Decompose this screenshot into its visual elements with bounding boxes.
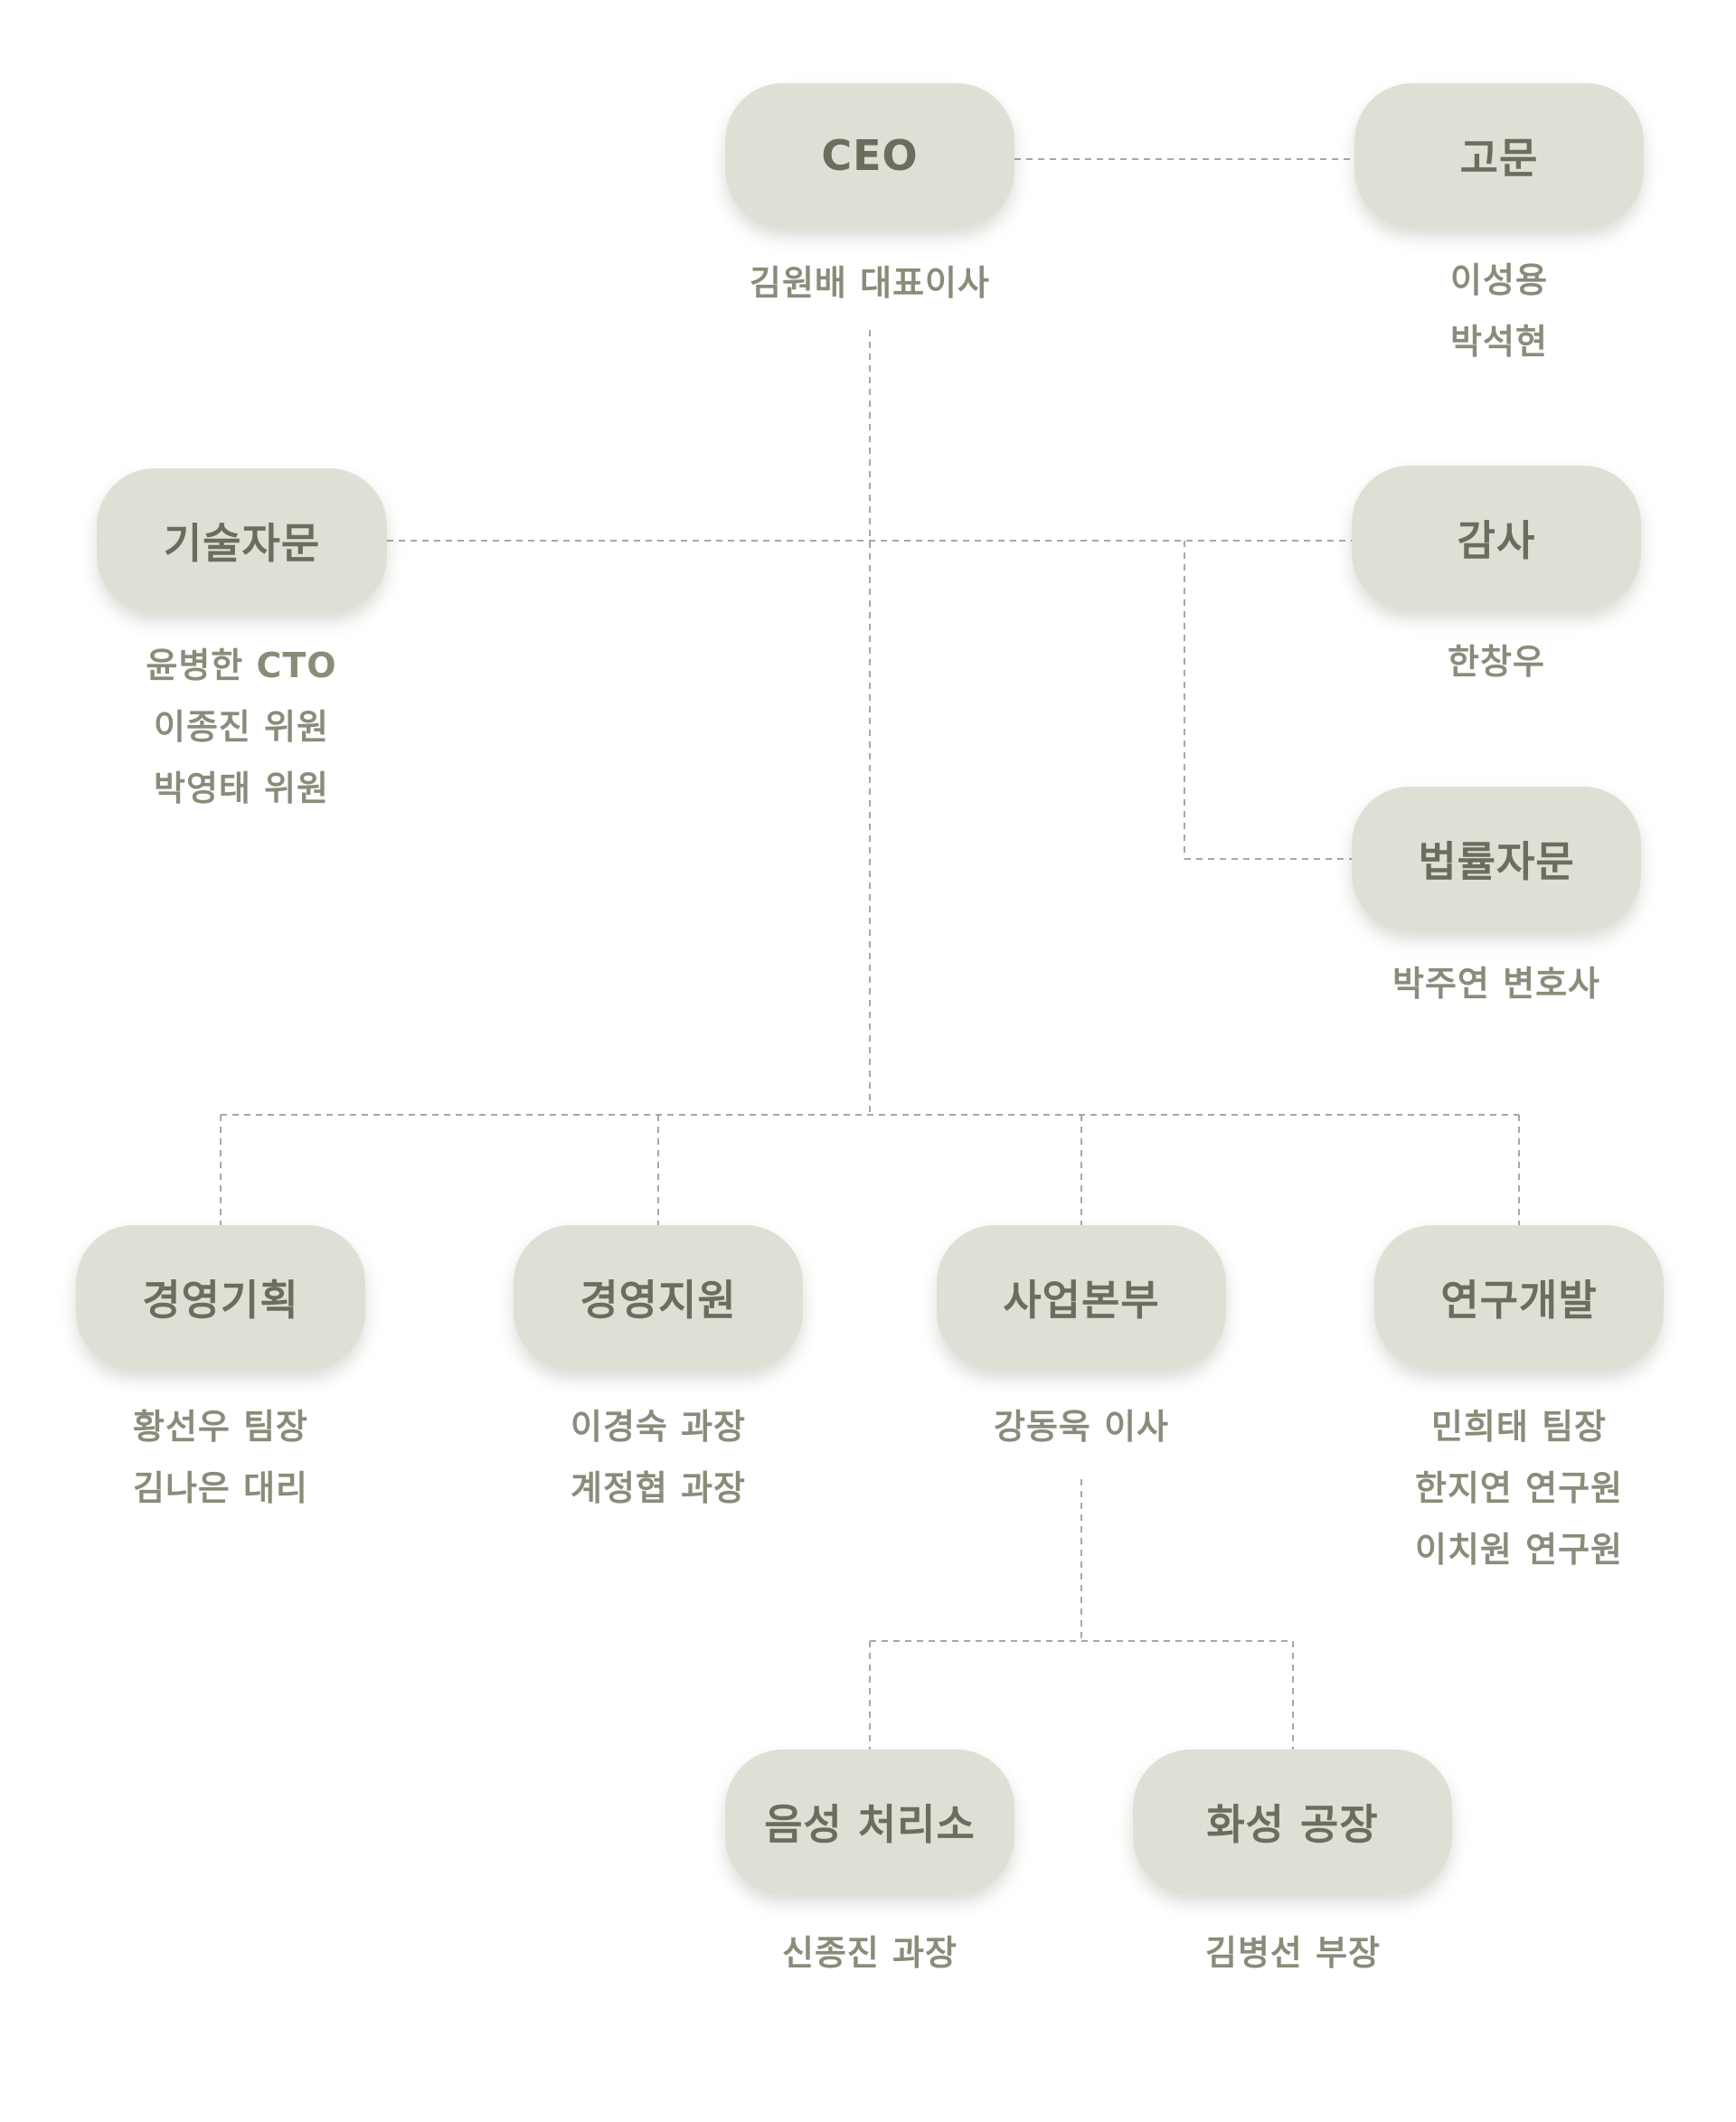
voice-center-members: 신종진 과장	[671, 1922, 1069, 1984]
member-name: 신종진 과장	[781, 1933, 958, 1973]
audit-members: 한창우	[1297, 631, 1695, 693]
member-name: 김병선 부장	[1204, 1933, 1382, 1973]
member-name: 윤병한 CTO	[146, 646, 337, 685]
member-name: 한지연 연구원	[1415, 1468, 1623, 1508]
node-advisor[interactable]: 고문	[1354, 83, 1644, 228]
advisor-members: 이성용 박석현	[1300, 250, 1698, 373]
node-voice-center[interactable]: 음성 처리소	[725, 1749, 1014, 1894]
node-business[interactable]: 사업본부	[937, 1225, 1226, 1370]
member-name: 박석현	[1450, 322, 1548, 362]
node-legal[interactable]: 법률자문	[1352, 787, 1641, 931]
node-rnd[interactable]: 연구개발	[1374, 1225, 1664, 1370]
member-name: 한창우	[1448, 642, 1545, 682]
member-name: 박주연 변호사	[1392, 964, 1600, 1004]
member-name: 이치원 연구원	[1415, 1530, 1623, 1570]
business-members: 강동욱 이사	[882, 1396, 1280, 1457]
node-tech-advisory[interactable]: 기술자문	[97, 468, 387, 613]
member-name: 이종진 위원	[153, 707, 330, 747]
member-name: 이성용	[1450, 260, 1548, 300]
ceo-members: 김원배 대표이사	[671, 252, 1069, 314]
planning-members: 황선우 팀장 김나은 대리	[22, 1396, 420, 1519]
member-name: 계정협 과장	[570, 1468, 747, 1508]
member-name: 민희태 팀장	[1430, 1407, 1608, 1447]
member-name: 박영태 위원	[153, 769, 330, 808]
node-ceo[interactable]: CEO	[725, 83, 1014, 228]
node-hwaseong-factory[interactable]: 화성 공장	[1133, 1749, 1452, 1894]
legal-members: 박주연 변호사	[1297, 953, 1695, 1014]
tech-advisory-members: 윤병한 CTO 이종진 위원 박영태 위원	[42, 635, 440, 819]
node-planning[interactable]: 경영기획	[76, 1225, 365, 1370]
support-members: 이경숙 과장 계정협 과장	[459, 1396, 857, 1519]
member-name: 강동욱 이사	[993, 1407, 1170, 1447]
member-name: 김나은 대리	[132, 1468, 309, 1508]
member-name: 황선우 팀장	[132, 1407, 309, 1447]
member-name: 김원배 대표이사	[750, 263, 990, 303]
hwaseong-factory-members: 김병선 부장	[1094, 1922, 1492, 1984]
node-support[interactable]: 경영지원	[514, 1225, 803, 1370]
node-audit[interactable]: 감사	[1352, 466, 1641, 610]
rnd-members: 민희태 팀장 한지연 연구원 이치원 연구원	[1320, 1396, 1718, 1580]
member-name: 이경숙 과장	[570, 1407, 747, 1447]
